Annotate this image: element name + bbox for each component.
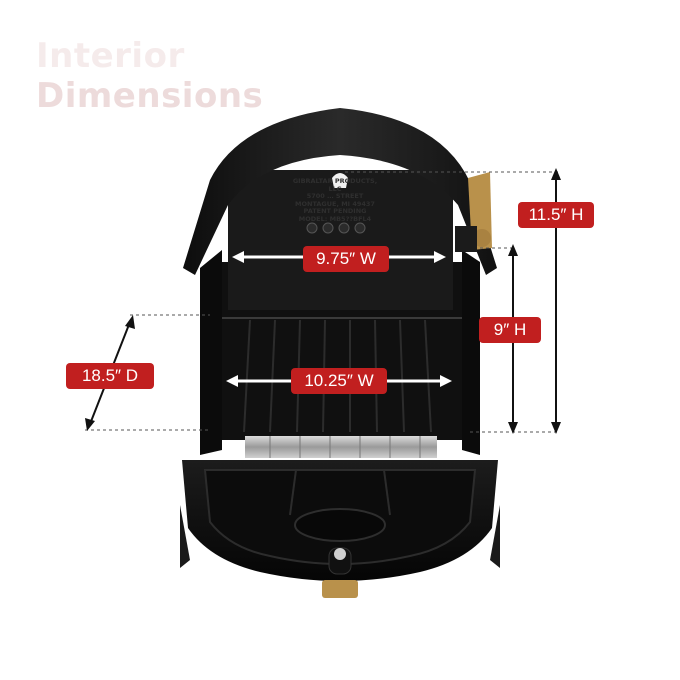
post-mount	[322, 580, 358, 598]
right-wall	[462, 250, 480, 455]
mailbox-interior	[212, 170, 470, 440]
hinge	[245, 436, 437, 458]
width-top-label: 9.75″ W	[303, 246, 389, 272]
dimension-guides	[85, 171, 560, 433]
left-wall	[200, 250, 222, 455]
stamp-line: PATENT PENDING	[303, 207, 367, 215]
height-total-label: 11.5″ H	[518, 202, 594, 228]
latch-icon	[332, 173, 348, 188]
rivet-row	[306, 222, 366, 234]
lock-icon	[328, 547, 352, 575]
width-bottom-label: 10.25″ W	[291, 368, 387, 394]
stamp-line: GIBRALTAR PRODUCTS, LLC	[292, 177, 378, 193]
flag-icon	[455, 172, 492, 252]
page-title: Interior Dimensions	[36, 36, 266, 116]
roof	[183, 108, 497, 275]
model-stamp: GIBRALTAR PRODUCTS, LLC 5700 … STREET MO…	[290, 177, 380, 223]
height-inner-label: 9″ H	[479, 317, 541, 343]
door-tray	[180, 460, 500, 581]
stamp-line: MODEL: MB5??BFL4	[298, 214, 372, 223]
stamp-line: 5700 … STREET	[306, 192, 364, 200]
stamp-line: MONTAGUE, MI 49437	[295, 199, 375, 208]
title-line-2: Dimensions	[36, 76, 264, 116]
title-line-1: Interior	[36, 36, 185, 76]
depth-label: 18.5″ D	[66, 363, 154, 389]
